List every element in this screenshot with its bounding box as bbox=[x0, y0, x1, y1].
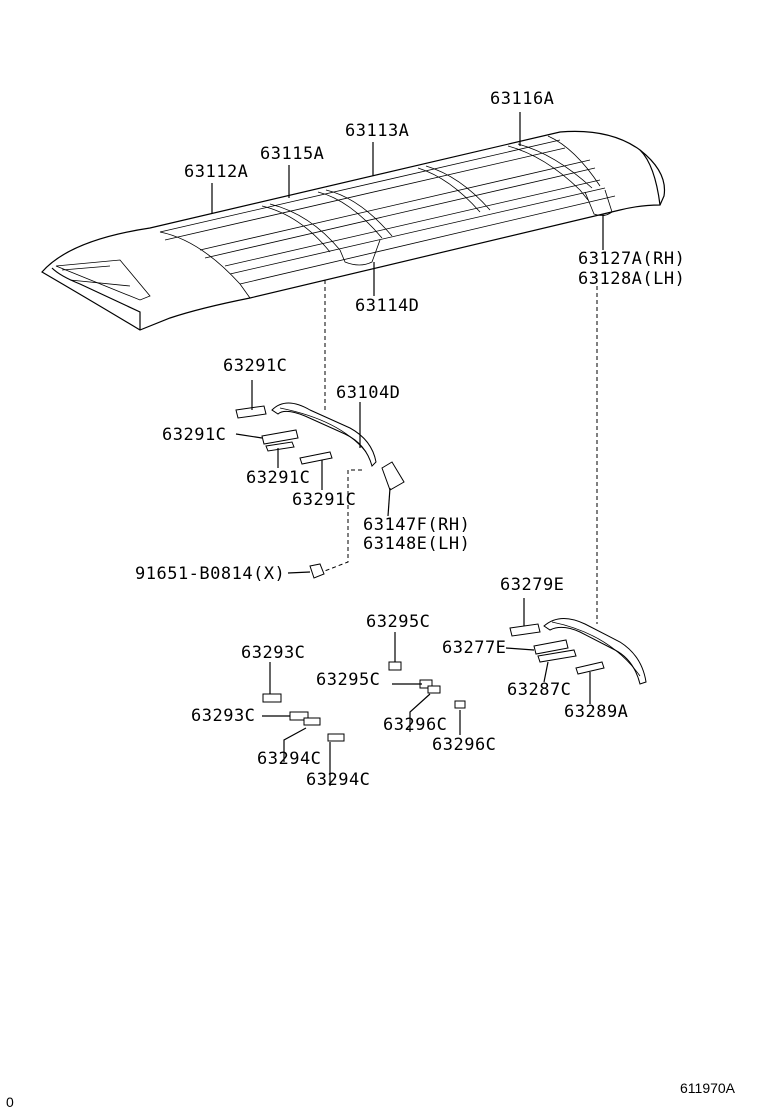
label-63291C-mid: 63291C bbox=[246, 468, 311, 488]
rear-bracket-group bbox=[505, 598, 647, 704]
label-63295C-low: 63295C bbox=[316, 670, 381, 690]
label-63279E: 63279E bbox=[500, 575, 565, 595]
label-63294C-top: 63294C bbox=[257, 749, 322, 769]
label-63116A: 63116A bbox=[490, 89, 555, 109]
label-63128A: 63128A(LH) bbox=[578, 269, 686, 289]
label-63295C-top: 63295C bbox=[366, 612, 431, 632]
label-63148E: 63148E(LH) bbox=[363, 534, 471, 554]
label-63114D: 63114D bbox=[355, 296, 420, 316]
label-63291C-low: 63291C bbox=[292, 490, 357, 510]
label-91651: 91651-B0814(X) bbox=[135, 564, 286, 584]
label-63291C-top: 63291C bbox=[223, 356, 288, 376]
label-63112A: 63112A bbox=[184, 162, 249, 182]
label-63296C-top: 63296C bbox=[383, 715, 448, 735]
roof-panel bbox=[41, 130, 666, 331]
label-63294C-low: 63294C bbox=[306, 770, 371, 790]
label-63289A: 63289A bbox=[564, 702, 629, 722]
label-63287C: 63287C bbox=[507, 680, 572, 700]
label-63115A: 63115A bbox=[260, 144, 325, 164]
label-63113A: 63113A bbox=[345, 121, 410, 141]
label-63291C-left: 63291C bbox=[162, 425, 227, 445]
label-63104D: 63104D bbox=[336, 383, 401, 403]
label-63147F: 63147F(RH) bbox=[363, 515, 471, 535]
label-63293C-top: 63293C bbox=[241, 643, 306, 663]
label-63277E: 63277E bbox=[442, 638, 507, 658]
label-63127A: 63127A(RH) bbox=[578, 249, 686, 269]
corner-mark: 0 bbox=[6, 1094, 14, 1110]
label-63296C-low: 63296C bbox=[432, 735, 497, 755]
front-bracket-group bbox=[235, 380, 405, 579]
clips-group bbox=[262, 632, 466, 786]
figure-code: 611970A bbox=[680, 1080, 736, 1096]
label-63293C-low: 63293C bbox=[191, 706, 256, 726]
leader-lines bbox=[211, 112, 604, 624]
